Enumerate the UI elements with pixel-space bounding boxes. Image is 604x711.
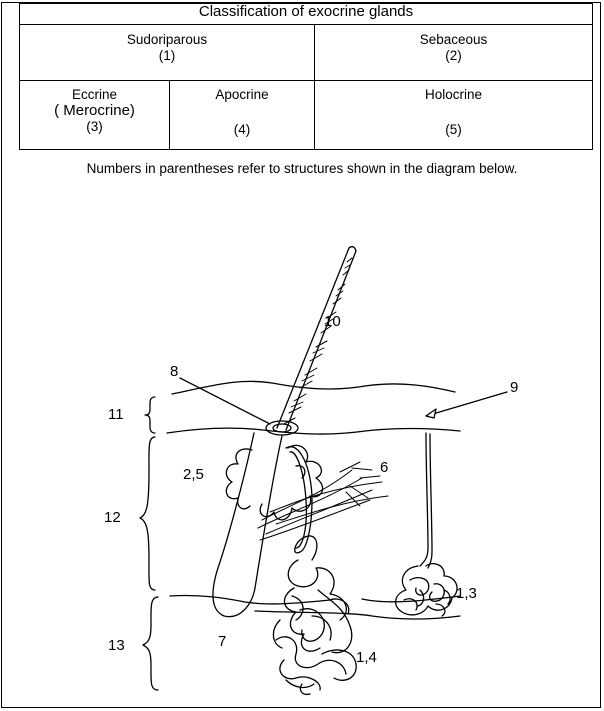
brace-12 <box>140 437 155 590</box>
arrector-pili-muscle <box>258 462 388 540</box>
label-6: 6 <box>380 459 388 476</box>
label-1-4: 1,4 <box>356 649 377 666</box>
label-11: 11 <box>108 406 124 423</box>
epidermis-bottom-line <box>167 428 460 434</box>
epidermis-top-line <box>172 381 455 394</box>
hair-shaft <box>277 247 356 430</box>
hair-follicle-opening <box>266 421 298 435</box>
label-1-3: 1,3 <box>456 585 477 602</box>
label-10: 10 <box>324 313 341 330</box>
sebaceous-gland-right <box>260 445 322 519</box>
eccrine-gland-coil <box>396 564 457 616</box>
label-12: 12 <box>104 509 121 526</box>
hypodermis-bottom-line <box>255 611 460 619</box>
pointer-9 <box>426 392 507 416</box>
label-8: 8 <box>170 363 178 380</box>
pointer-8 <box>180 378 270 424</box>
label-13: 13 <box>108 637 125 654</box>
label-7: 7 <box>218 633 226 650</box>
eccrine-duct <box>420 433 428 566</box>
label-9: 9 <box>510 379 518 396</box>
brace-13 <box>143 597 158 690</box>
label-2-5: 2,5 <box>183 466 204 483</box>
hair-follicle <box>213 433 282 617</box>
brace-11 <box>145 397 155 433</box>
apocrine-gland-coil <box>273 560 356 694</box>
